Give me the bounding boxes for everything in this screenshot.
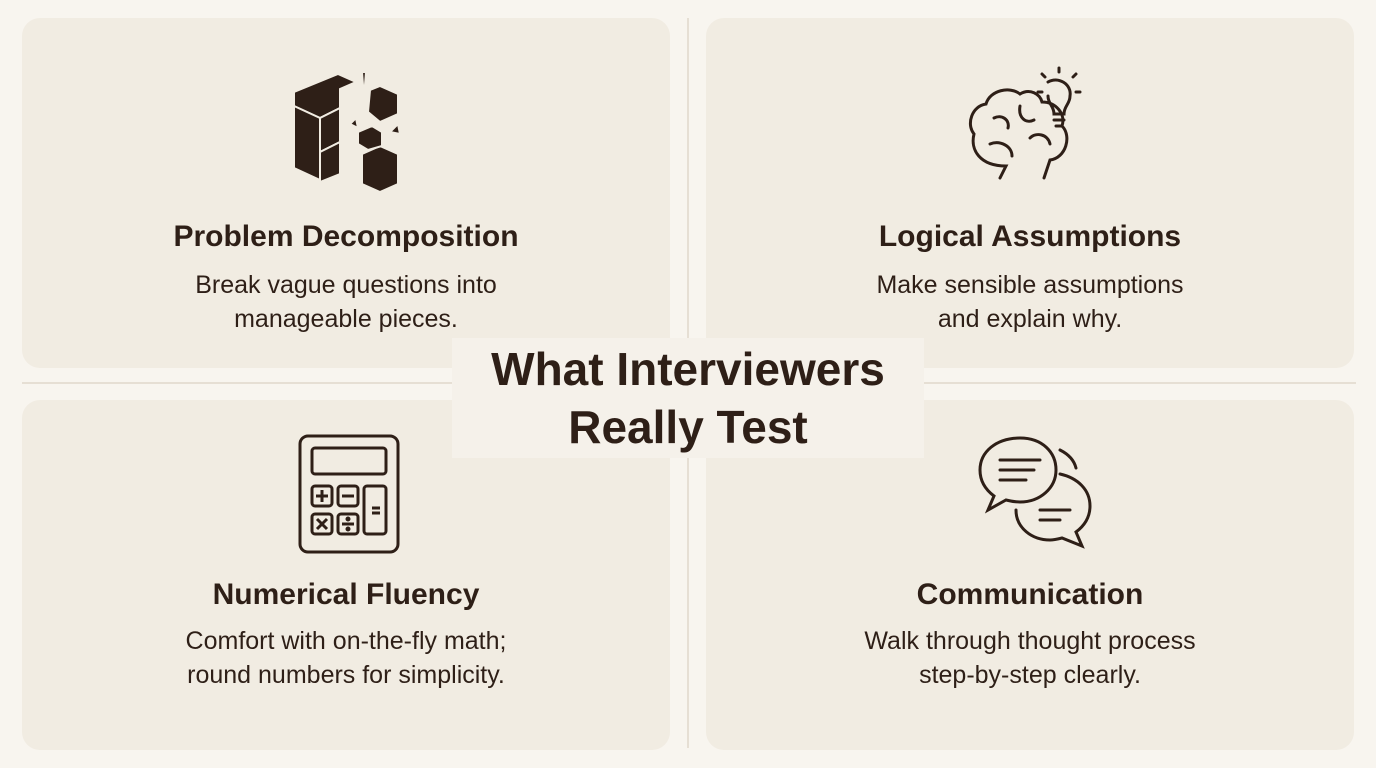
- card-logical-assumptions: Logical Assumptions Make sensible assump…: [706, 18, 1354, 368]
- card-description: Comfort with on-the-fly math; round numb…: [185, 627, 507, 689]
- card-description: Break vague questions into manageable pi…: [195, 271, 497, 333]
- card-title: Communication: [916, 578, 1144, 611]
- main-title: What Interviewers Really Test: [452, 338, 924, 458]
- card-problem-decomposition: Problem Decomposition Break vague questi…: [22, 18, 670, 368]
- card-numerical-fluency: Numerical Fluency Comfort with on-the-fl…: [22, 400, 670, 750]
- card-title: Numerical Fluency: [212, 578, 480, 611]
- speech-bubbles-icon: [978, 436, 1092, 549]
- card-title: Problem Decomposition: [173, 220, 519, 253]
- card-communication: Communication Walk through thought proce…: [706, 400, 1354, 750]
- brain-lightbulb-icon: [969, 66, 1082, 180]
- card-description: Make sensible assumptions and explain wh…: [876, 271, 1184, 333]
- card-title: Logical Assumptions: [878, 220, 1182, 253]
- calculator-icon: [298, 434, 400, 554]
- card-description: Walk through thought process step-by-ste…: [864, 627, 1196, 689]
- broken-cubes-icon: [293, 71, 402, 194]
